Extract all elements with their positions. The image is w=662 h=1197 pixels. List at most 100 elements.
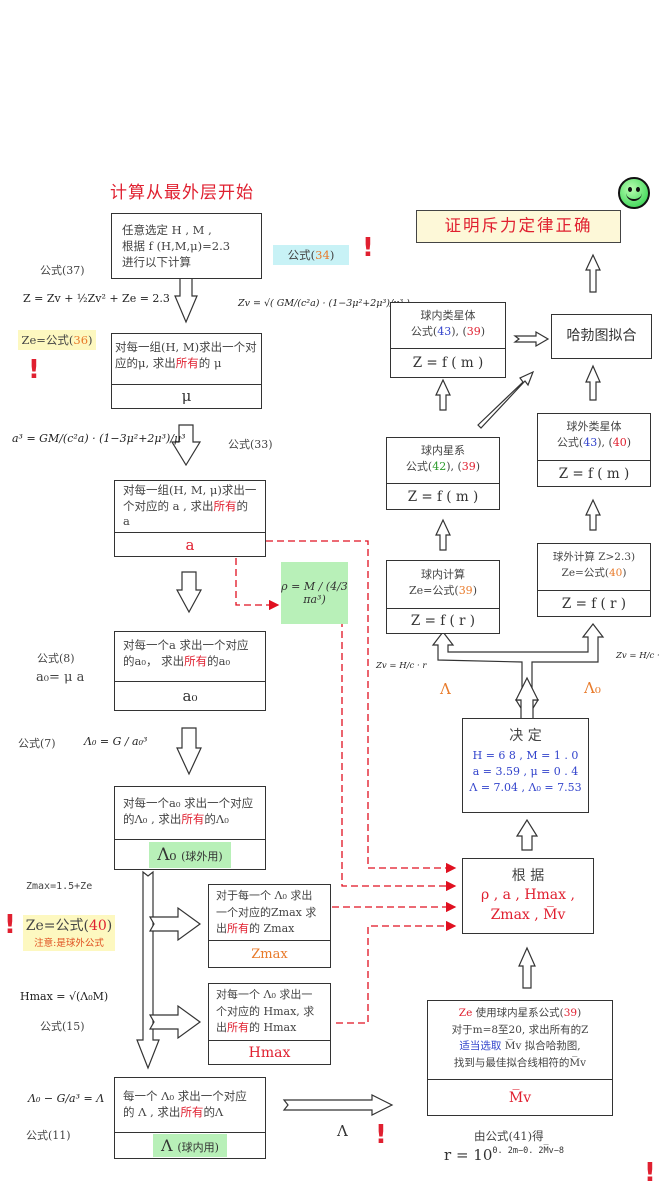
ze40-badge: Ze=公式(40) 注意:是球外公式 <box>23 915 115 951</box>
calc-in-result: Z = f ( r ) <box>410 613 476 629</box>
mv-ze: Ze <box>458 1007 473 1019</box>
exclamation-icon: ! <box>362 233 374 263</box>
lambda-result-note: (球内用) <box>177 1141 219 1154</box>
conclusion-box: 证明斥力定律正确 <box>416 210 621 243</box>
lambda0-label: Λ₀ <box>584 679 601 697</box>
quasar-out-close: ) <box>626 436 632 449</box>
formula41-exponent: 0. 2m−0. 2M̅v−8 <box>492 1146 565 1156</box>
quasar-in-box: 球内类星体 公式(43), (39) Z = f ( m ) <box>390 302 506 378</box>
basis-line-1: ρ , a , Hmax , <box>481 887 575 903</box>
arrow-up-mv <box>518 946 536 989</box>
formula41: r = 100. 2m−0. 2M̅v−8 <box>444 1146 564 1164</box>
formula11-label: 公式(11) <box>26 1129 71 1142</box>
zmax-box-result: Zmax <box>251 946 288 962</box>
a-box-text: 对每一组(H, M, μ)求出一个对应的 a , 求出 <box>123 483 257 513</box>
arrow-down-long <box>136 870 160 1070</box>
mv-line-2: 对于m=8至20, 求出所有的Z <box>451 1023 589 1036</box>
zv-formula-left: Zv = H/c · r <box>376 661 427 671</box>
lambda0-box-text-end: 的Λ₀ <box>204 812 229 826</box>
lambda0-result-badge: Λ₀ (球外用) <box>149 841 231 868</box>
formula8-label: 公式(8) <box>37 652 75 665</box>
ze40-note: 注意:是球外公式 <box>34 938 104 949</box>
zmax-box-text: 对于每一个 Λ₀ 求出一个对应的Zmax 求出 <box>216 889 317 935</box>
quasar-in-result: Z = f ( m ) <box>412 354 484 371</box>
ze40-num: 40 <box>88 918 107 934</box>
mv-line-4: 找到与最佳拟合线相符的M̅v <box>453 1056 587 1069</box>
calc-in-close: ) <box>472 584 477 597</box>
arrow-right-to-hubble <box>513 330 550 348</box>
exclamation-icon: ! <box>375 1120 387 1150</box>
arrow-right-hmax <box>148 1004 202 1040</box>
a-box-highlight: 所有 <box>213 498 237 513</box>
hmax-box-text-end: 的 Hmax <box>249 1021 297 1034</box>
mv-line-3: M̅v 拟合哈勃图, <box>501 1040 581 1052</box>
zmax-formula: Zmax=1.5+Ze <box>26 881 93 892</box>
dashed-hmax-to-basis <box>336 920 457 1024</box>
galaxy-in-num1: 42 <box>432 460 447 473</box>
formula8: a₀= μ a <box>36 670 85 685</box>
dashed-a-to-basis <box>266 540 457 874</box>
galaxy-in-prefix: 公式( <box>405 460 433 473</box>
quasar-out-prefix: 公式( <box>556 436 584 449</box>
calc-in-prefix: Ze=公式( <box>409 584 459 597</box>
decide-line-3: Λ = 7.04 , Λ₀ = 7.53 <box>469 781 582 794</box>
start-line-3: 进行以下计算 <box>122 255 191 269</box>
arrow-diag-galaxy-hubble <box>477 370 535 429</box>
ze36-close: ) <box>88 333 93 347</box>
arrow-down-start <box>174 277 198 324</box>
decide-box: 决 定 H = 6 8 , M = 1 . 0 a = 3.59 , μ = 0… <box>462 718 589 813</box>
quasar-out-num1: 43 <box>583 436 598 449</box>
decide-line-1: H = 6 8 , M = 1 . 0 <box>472 749 579 762</box>
quasar-in-sep: ), ( <box>451 325 467 338</box>
calc-out-result: Z = f ( r ) <box>561 595 627 612</box>
a0-box: 对每一个a 求出一个对应的a₀， 求出所有的a₀ a₀ <box>114 631 266 711</box>
lambda0-result-note: (球外用) <box>181 849 223 863</box>
lambda-result: Λ <box>161 1136 173 1155</box>
a0-box-text-end: 的a₀ <box>207 654 231 668</box>
rho-formula: ρ = M / (4/3 πa³) <box>281 562 348 624</box>
formula34-num: 34 <box>315 248 330 262</box>
mv-close: ) <box>577 1007 582 1019</box>
calc-in-num: 39 <box>458 584 473 597</box>
mu-box-text-end: 的 μ <box>198 356 222 370</box>
arrow-up-decide <box>515 676 539 721</box>
formula34-badge: 公式(34) <box>273 245 349 265</box>
arrow-down-mu <box>170 424 202 467</box>
exclamation-icon: ! <box>4 910 16 940</box>
mu-box-text: 对每一组(H, M)求出一个对应的μ, 求出 <box>115 340 257 370</box>
hmax-box-highlight: 所有 <box>227 1021 249 1034</box>
formula37-label: 公式(37) <box>40 264 85 277</box>
lambda-box: 每一个 Λ₀ 求出一个对应的 Λ , 求出所有的Λ Λ (球内用) <box>114 1077 266 1159</box>
quasar-out-title: 球外类星体 <box>566 420 622 433</box>
formula34: Zv = √( GM/(c²a) · (1−3μ²+2μ³)/μ³ ) <box>238 298 410 309</box>
galaxy-in-sep: ), ( <box>446 460 462 473</box>
start-line-2: 根据 f (H,M,μ)=2.3 <box>122 239 231 253</box>
mu-box: 对每一组(H, M)求出一个对应的μ, 求出所有的 μ μ <box>111 333 262 409</box>
ze36-prefix: Ze=公式( <box>21 333 74 347</box>
hubble-fit-box: 哈勃图拟合 <box>551 314 652 359</box>
calc-in-box: 球内计算 Ze=公式(39) Z = f ( r ) <box>386 560 500 634</box>
arrow-right-lambda <box>282 1094 394 1116</box>
arrow-up-basis <box>515 818 539 851</box>
quasar-out-box: 球外类星体 公式(43), (40) Z = f ( m ) <box>537 413 651 487</box>
decide-title: 决 定 <box>509 728 542 744</box>
mv-line-3-blue: 适当选取 <box>459 1040 502 1052</box>
calc-out-title: 球外计算 Z>2.3) <box>552 551 636 563</box>
formula34-close: ) <box>329 248 335 262</box>
formula7-label: 公式(7) <box>18 737 56 750</box>
a-box-text-end: 的 a <box>123 498 248 529</box>
hmax-formula: Hmax = √(Λ₀M) <box>20 990 109 1003</box>
a-box-result: a <box>185 535 195 554</box>
mv-num: 39 <box>563 1007 578 1019</box>
a0-box-result: a₀ <box>182 687 198 705</box>
zmax-box-highlight: 所有 <box>227 922 249 935</box>
arrow-right-zmax <box>148 906 202 942</box>
ze40-close: ) <box>106 918 113 934</box>
calc-out-prefix: Ze=公式( <box>561 567 609 579</box>
quasar-in-prefix: 公式( <box>410 325 438 338</box>
galaxy-in-title: 球内星系 <box>421 444 465 457</box>
lambda0-box-text: 对每一个a₀ 求出一个对应的Λ₀ , 求出 <box>123 796 254 826</box>
lambda0-box: 对每一个a₀ 求出一个对应的Λ₀ , 求出所有的Λ₀ Λ₀ (球外用) <box>114 786 266 870</box>
formula7: Λ₀ = G / a₀³ <box>84 735 148 748</box>
galaxy-in-num2: 39 <box>461 460 476 473</box>
